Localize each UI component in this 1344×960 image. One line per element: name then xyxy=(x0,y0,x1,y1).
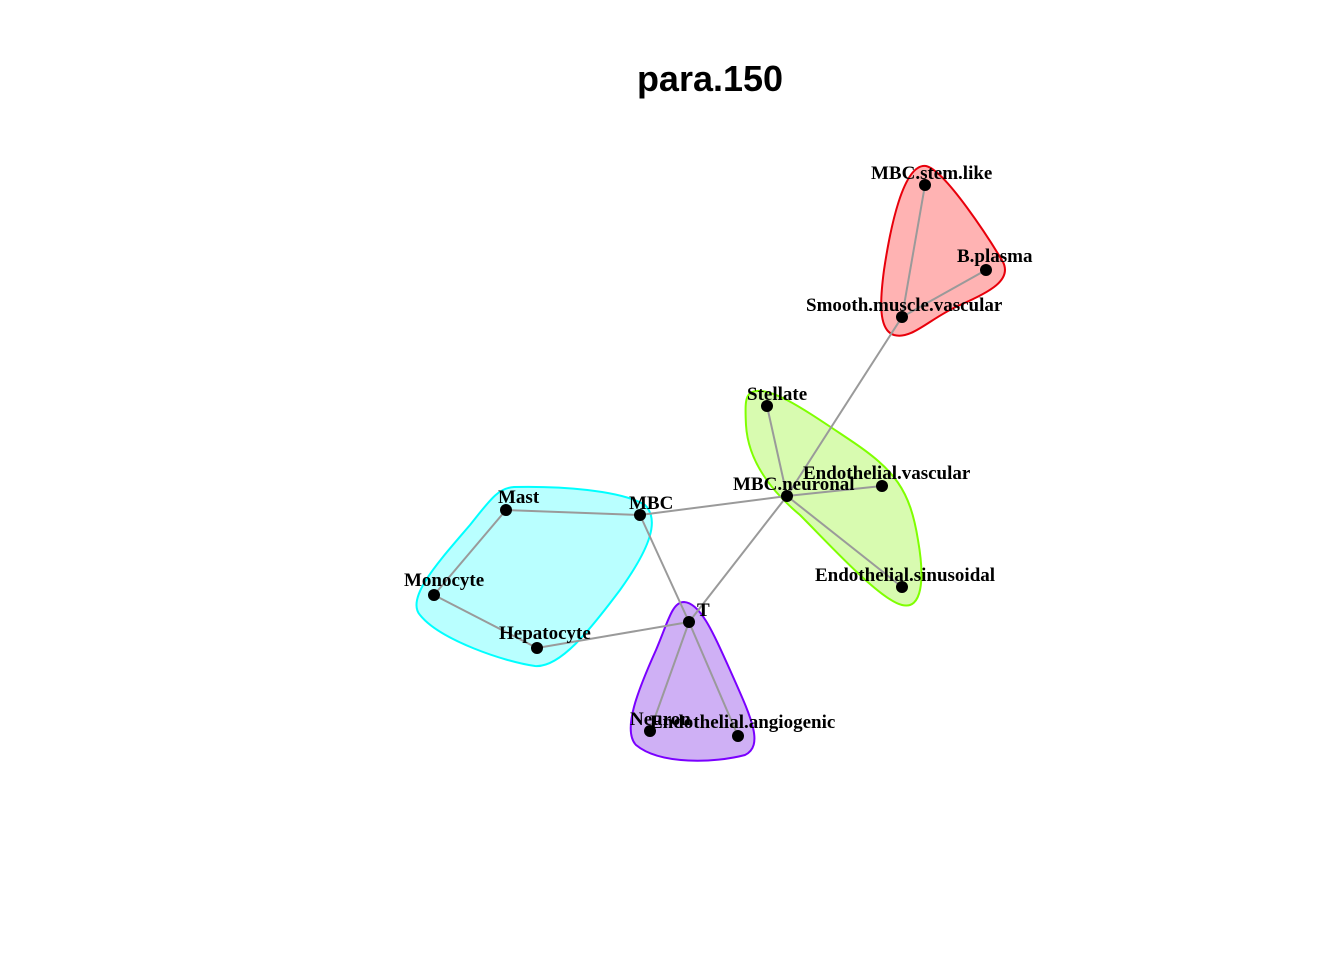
node-MBC.stem.like xyxy=(919,179,931,191)
edge-Endothelial.vascular--MBC.neuronal xyxy=(786,485,883,497)
cluster-hull-cyan xyxy=(415,485,653,668)
node-label-MBC.neuronal: MBC.neuronal xyxy=(733,474,855,495)
edge-MBC--T xyxy=(639,514,690,623)
edge-MBC.stem.like--Smooth.muscle.vascular xyxy=(901,184,926,318)
node-Monocyte xyxy=(428,589,440,601)
node-Neuron xyxy=(644,725,656,737)
node-Smooth.muscle.vascular xyxy=(896,311,908,323)
edge-Mast--Monocyte xyxy=(433,509,507,596)
node-label-Endothelial.sinusoidal: Endothelial.sinusoidal xyxy=(815,565,995,586)
cluster-hull-red xyxy=(880,164,1006,337)
edge-T--Neuron xyxy=(649,621,690,732)
edges xyxy=(433,184,987,737)
node-MBC.neuronal xyxy=(781,490,793,502)
node-label-Smooth.muscle.vascular: Smooth.muscle.vascular xyxy=(806,295,1003,316)
edge-Monocyte--Hepatocyte xyxy=(433,594,538,649)
edge-MBC.neuronal--MBC xyxy=(639,495,788,516)
edge-Hepatocyte--T xyxy=(536,621,690,649)
edge-Mast--MBC xyxy=(505,509,641,516)
node-label-B.plasma: B.plasma xyxy=(957,246,1033,267)
cluster-hulls xyxy=(415,164,1006,762)
page-title: para.150 xyxy=(636,58,784,99)
edge-B.plasma--Smooth.muscle.vascular xyxy=(901,269,987,318)
node-MBC xyxy=(634,509,646,521)
node-Endothelial.angiogenic xyxy=(732,730,744,742)
node-Stellate xyxy=(761,400,773,412)
cluster-hull-purple xyxy=(629,600,756,762)
node-label-Stellate: Stellate xyxy=(747,384,807,405)
node-label-MBC.stem.like: MBC.stem.like xyxy=(871,163,992,184)
node-label-Monocyte: Monocyte xyxy=(404,570,484,591)
node-label-Hepatocyte: Hepatocyte xyxy=(499,623,591,644)
node-T xyxy=(683,616,695,628)
nodes xyxy=(428,179,992,742)
node-label-Neuron: Neuron xyxy=(630,709,691,730)
cluster-hull-green xyxy=(744,389,923,607)
edge-MBC.neuronal--Endothelial.sinusoidal xyxy=(786,495,903,588)
node-label-MBC: MBC xyxy=(629,493,673,514)
node-label-Mast: Mast xyxy=(498,487,540,508)
node-Hepatocyte xyxy=(531,642,543,654)
edge-T--Endothelial.angiogenic xyxy=(688,621,739,737)
edge-MBC.neuronal--T xyxy=(688,495,788,623)
node-label-Endothelial.vascular: Endothelial.vascular xyxy=(803,463,971,484)
node-label-Endothelial.angiogenic: Endothelial.angiogenic xyxy=(650,712,835,733)
node-Endothelial.sinusoidal xyxy=(896,581,908,593)
node-label-T: T xyxy=(697,600,710,621)
node-Endothelial.vascular xyxy=(876,480,888,492)
edge-Stellate--MBC.neuronal xyxy=(766,405,788,497)
node-Mast xyxy=(500,504,512,516)
edge-Smooth.muscle.vascular--MBC.neuronal xyxy=(786,316,903,497)
node-labels: MBC.stem.likeB.plasmaSmooth.muscle.vascu… xyxy=(404,163,1033,733)
node-B.plasma xyxy=(980,264,992,276)
